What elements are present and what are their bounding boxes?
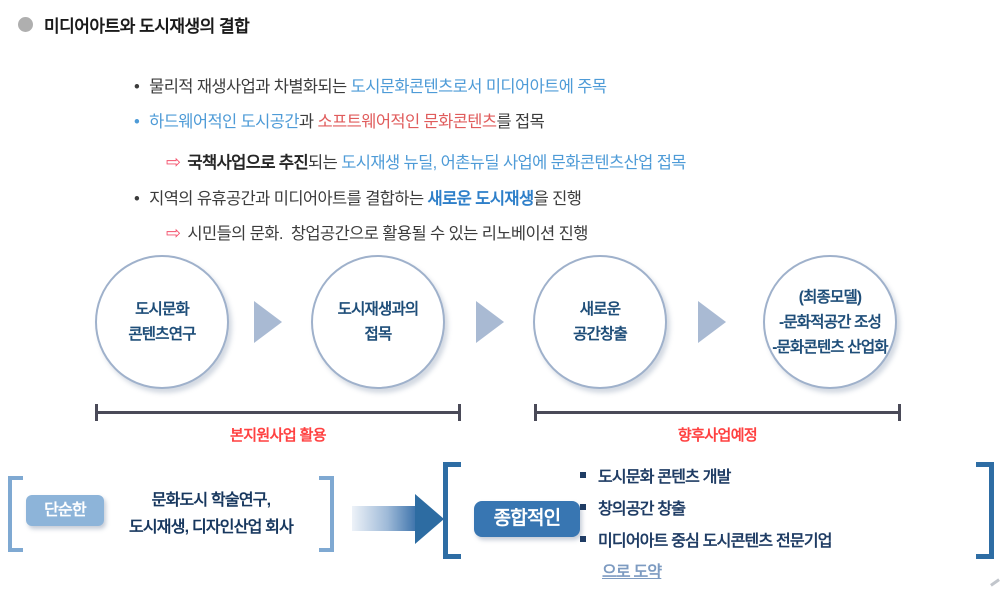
text-segment: 되는 <box>308 154 342 172</box>
right-arrow-icon: ⇨ <box>165 152 181 172</box>
bullet-dot-icon: • <box>133 190 140 208</box>
bullet-line-2: • 하드웨어적인 도시공간과 소프트웨어적인 문화콘텐츠를 접목 <box>118 89 545 151</box>
after-list-item: 도시문화 콘텐츠 개발 <box>580 463 731 487</box>
range-tick <box>458 404 461 421</box>
transition-arrow-shaft <box>352 506 416 531</box>
flow-step-label: -문화콘텐츠 산업화 <box>772 338 888 356</box>
flow-step-1: 도시문화 콘텐츠연구 <box>95 255 229 389</box>
after-suffix: 으로 도약 <box>602 564 662 581</box>
bullet-dot-icon: • <box>133 113 140 131</box>
flow-step-label: 도시재생과의 <box>337 301 420 318</box>
text-segment: 과 <box>298 113 318 131</box>
range-label: 본지원사업 활용 <box>230 427 327 444</box>
text-segment: 를 접목 <box>496 113 545 131</box>
flow-step-4: (최종모델) -문화적공간 조성 -문화콘텐츠 산업화 <box>763 255 897 389</box>
range-tick <box>898 404 901 421</box>
before-line: 도시재생, 디자인산업 회사 <box>128 519 294 536</box>
flow-step-label: 접목 <box>364 326 393 343</box>
flow-step-2: 도시재생과의 접목 <box>311 255 445 389</box>
bullet-line-1: • 물리적 재생사업과 차별화되는 도시문화콘텐츠로서 미디어아트에 주목 <box>118 54 607 116</box>
text-segment: 지역의 유휴공간과 미디어아트를 결합하는 <box>149 190 428 208</box>
square-bullet-icon <box>580 536 586 542</box>
text-segment: 국책사업으로 추진 <box>187 154 309 172</box>
range-current-project: 본지원사업 활용 <box>95 404 461 444</box>
flow-step-label: 콘텐츠연구 <box>128 326 196 343</box>
flow-step-label: 새로운 <box>579 301 621 318</box>
text-segment: 도시재생 뉴딜, 어촌뉴딜 사업에 문화콘텐츠산업 접목 <box>341 154 686 172</box>
section-bullet-icon <box>18 17 33 32</box>
after-item-label: 도시문화 콘텐츠 개발 <box>598 469 731 486</box>
before-line: 문화도시 학술연구, <box>151 492 271 509</box>
close-bracket-icon <box>319 476 334 552</box>
before-badge: 단순한 <box>26 495 104 526</box>
flow-arrow-icon <box>698 301 726 343</box>
flow-arrow-icon <box>476 301 504 343</box>
right-arrow-icon: ⇨ <box>165 223 181 243</box>
after-item-label: 미디어아트 중심 도시콘텐츠 전문기업 <box>598 533 832 550</box>
flow-step-label: 공간창출 <box>573 326 628 343</box>
range-bar <box>534 411 901 414</box>
before-description: 문화도시 학술연구, 도시재생, 디자인산업 회사 <box>102 487 320 541</box>
open-bracket-icon <box>8 476 23 552</box>
flow-step-label: (최종모델) <box>798 288 862 306</box>
flow-step-label: 도시문화 <box>135 301 190 318</box>
transition-arrow-icon <box>415 494 444 544</box>
range-bar <box>95 411 461 414</box>
text-segment: 소프트웨어적인 문화콘텐츠 <box>317 113 498 131</box>
range-future-project: 향후사업예정 <box>534 404 901 444</box>
text-segment: 새로운 도시재생 <box>427 190 535 208</box>
after-item-label: 창의공간 창출 <box>598 501 686 518</box>
page-title: 미디어아트와 도시재생의 결합 <box>44 17 250 36</box>
open-bracket-icon <box>443 462 461 559</box>
square-bullet-icon <box>580 472 586 478</box>
arrow-line-1: ⇨ 국책사업으로 추진되는 도시재생 뉴딜, 어촌뉴딜 사업에 문화콘텐츠산업 접… <box>150 130 687 192</box>
text-segment: 도시문화콘텐츠로서 미디어아트에 주목 <box>350 78 607 96</box>
bullet-dot-icon: • <box>133 78 140 96</box>
arrow-line-2: ⇨ 시민들의 문화. 창업공간으로 활용될 수 있는 리노베이션 진행 <box>150 201 588 263</box>
after-list-item: 창의공간 창출 <box>580 495 686 519</box>
flow-step-3: 새로운 공간창출 <box>533 255 667 389</box>
text-segment: 물리적 재생사업과 차별화되는 <box>149 78 351 96</box>
text-segment: 시민들의 문화. 창업공간으로 활용될 수 있는 리노베이션 진행 <box>187 225 588 243</box>
close-bracket-icon <box>976 462 994 559</box>
flow-arrow-icon <box>254 301 282 343</box>
text-segment: 하드웨어적인 도시공간 <box>149 113 299 131</box>
flow-step-label: -문화적공간 조성 <box>778 313 882 331</box>
text-segment: 을 진행 <box>533 190 582 208</box>
after-badge: 종합적인 <box>474 501 580 537</box>
after-list-item: 미디어아트 중심 도시콘텐츠 전문기업 <box>580 527 832 551</box>
square-bullet-icon <box>580 504 586 510</box>
section-header: 미디어아트와 도시재생의 결합 <box>18 12 250 37</box>
range-label: 향후사업예정 <box>677 427 758 444</box>
bullet-line-3: • 지역의 유휴공간과 미디어아트를 결합하는 새로운 도시재생을 진행 <box>118 166 582 228</box>
corner-mark <box>990 578 1000 587</box>
